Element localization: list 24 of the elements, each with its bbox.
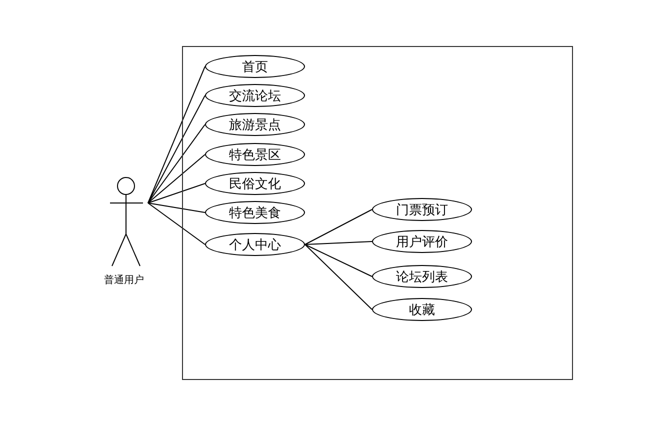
use-case-ellipse: 用户评价 — [372, 230, 472, 253]
association-line — [148, 124, 206, 204]
use-case-ellipse: 门票预订 — [372, 198, 472, 221]
use-case-ellipse: 首页 — [205, 55, 305, 78]
association-line — [148, 95, 206, 204]
association-line — [304, 241, 372, 245]
use-case-ellipse: 特色美食 — [205, 201, 305, 224]
association-line — [304, 209, 372, 245]
association-line — [148, 202, 206, 213]
use-case-ellipse: 收藏 — [372, 298, 472, 321]
actor-label: 普通用户 — [103, 274, 145, 287]
association-line — [148, 66, 206, 204]
association-line — [148, 183, 206, 204]
use-case-ellipse: 个人中心 — [205, 233, 305, 256]
system-boundary — [182, 46, 573, 380]
use-case-ellipse: 特色景区 — [205, 143, 305, 166]
use-case-ellipse: 旅游景点 — [205, 113, 305, 136]
use-case-ellipse: 论坛列表 — [372, 265, 472, 288]
association-line — [148, 202, 206, 245]
association-line — [148, 154, 206, 204]
association-line — [304, 244, 372, 277]
association-line — [304, 244, 372, 310]
use-case-ellipse: 民俗文化 — [205, 172, 305, 195]
use-case-ellipse: 交流论坛 — [205, 84, 305, 107]
